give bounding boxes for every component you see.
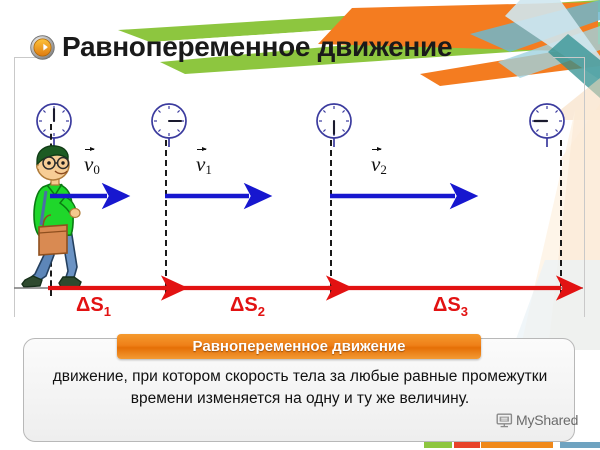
displacement-label-3: ΔS3 [433,294,468,319]
clock-icon [316,103,352,147]
velocity-subscript: 1 [205,162,212,177]
page-title: Равнопеременное движение [62,31,453,62]
footer-bar-blue [560,442,600,448]
arrow-right-circle-icon [30,34,55,60]
tick-dashed-line [330,140,332,296]
velocity-label-v2: v2 [371,147,387,178]
displacement-label-2: ΔS2 [230,294,265,319]
footer-bar-green [424,442,452,448]
frame-right-border [584,57,585,317]
definition-banner: Равнопеременное движение [117,334,481,359]
vector-arrow-overbar [85,147,96,152]
definition-banner-label: Равнопеременное движение [192,338,406,355]
vector-arrow-overbar [197,147,208,152]
velocity-arrows [14,182,584,301]
vector-arrow-overbar [372,147,383,152]
clock-icon [529,103,565,147]
tick-dashed-line [560,140,562,296]
projector-screen-icon [496,413,513,428]
clock-icon [151,103,187,147]
myshared-watermark: MyShared [496,412,578,428]
watermark-label: MyShared [516,412,579,428]
frame-left-border [14,57,15,317]
footer-bar-orange [481,442,553,448]
footer-bar-red [454,442,480,448]
displacement-label-1: ΔS1 [76,294,111,319]
slide-title-row: Равнопеременное движение [30,31,453,62]
walking-man-icon [21,145,82,288]
velocity-subscript: 0 [93,162,100,177]
tick-dashed-line [165,140,167,296]
clock-icon [36,103,72,147]
velocity-label-v1: v1 [196,147,212,178]
velocity-subscript: 2 [380,162,387,177]
motion-diagram: v0 v1 v2 [14,103,584,319]
frame-top-right-border [553,57,585,58]
velocity-label-v0: v0 [84,147,100,178]
definition-text: движение, при котором скорость тела за л… [52,368,548,408]
frame-top-left-border [14,57,50,58]
